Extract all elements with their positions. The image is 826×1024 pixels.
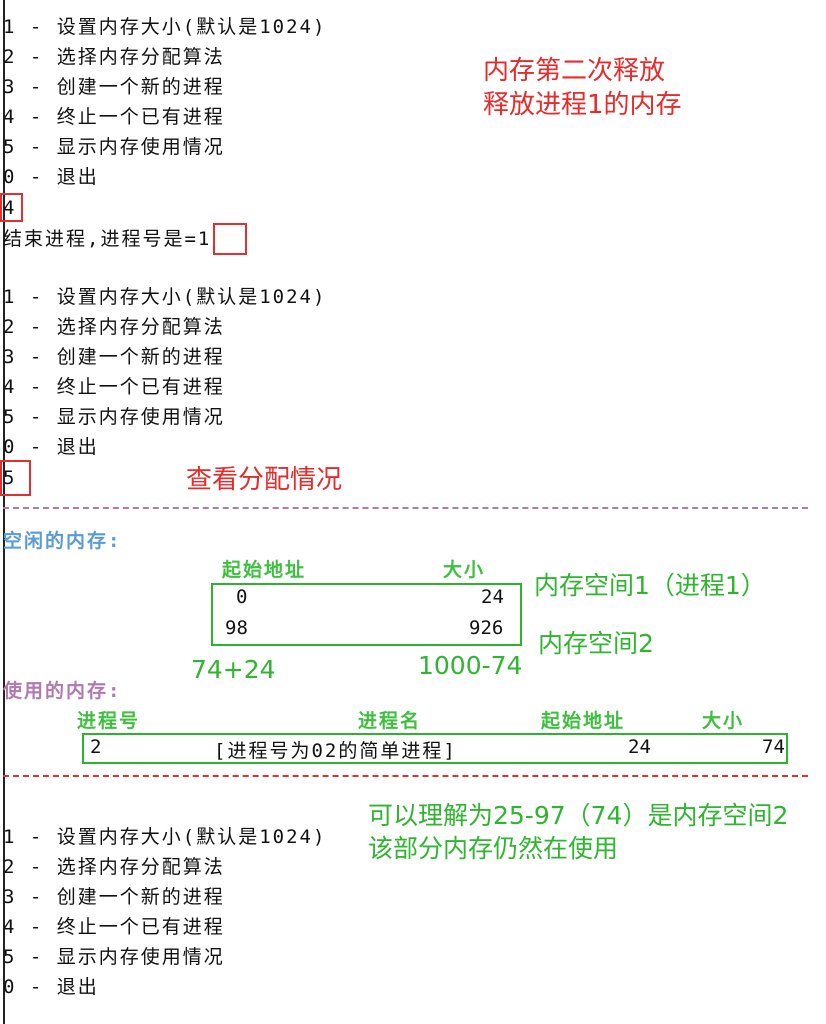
used-col-size: 大小 (702, 710, 745, 732)
input-highlight-box (0, 193, 23, 222)
menu-item: 2 - 选择内存分配算法 (3, 46, 225, 68)
menu-item: 0 - 退出 (3, 976, 99, 998)
used-table-box (82, 733, 788, 764)
user-input[interactable]: 5 (3, 467, 17, 489)
menu-item: 2 - 选择内存分配算法 (3, 316, 225, 338)
purple-divider (3, 507, 808, 509)
annotation-calc-start: 74+24 (191, 655, 276, 684)
menu-item: 2 - 选择内存分配算法 (3, 856, 225, 878)
used-row-pid: 2 (90, 736, 102, 758)
menu-item: 4 - 终止一个已有进程 (3, 106, 225, 128)
free-row-start: 98 (225, 617, 248, 639)
menu-item: 0 - 退出 (3, 166, 99, 188)
free-memory-title: 空闲的内存: (3, 530, 122, 552)
used-row-size: 74 (762, 736, 785, 758)
menu-item: 5 - 显示内存使用情况 (3, 406, 225, 428)
user-input[interactable]: 4 (3, 197, 17, 219)
annotation-space2: 内存空间2 (538, 629, 654, 658)
annotation-note-inuse: 该部分内存仍然在使用 (368, 834, 619, 863)
menu-item: 1 - 设置内存大小(默认是1024) (3, 286, 327, 308)
free-col-size: 大小 (443, 559, 486, 581)
used-row-start: 24 (628, 736, 651, 758)
end-process-prompt[interactable]: 结束进程,进程号是=1 (3, 228, 212, 250)
used-col-pid: 进程号 (77, 710, 141, 732)
menu-item: 4 - 终止一个已有进程 (3, 916, 225, 938)
menu-item: 3 - 创建一个新的进程 (3, 886, 225, 908)
terminal-left-border (3, 0, 5, 1024)
used-memory-title: 使用的内存: (3, 680, 122, 702)
menu-item: 5 - 显示内存使用情况 (3, 136, 225, 158)
free-row-size: 24 (481, 586, 504, 608)
menu-item: 4 - 终止一个已有进程 (3, 376, 225, 398)
free-row-start: 0 (236, 586, 248, 608)
red-divider (3, 775, 808, 777)
annotation-release-process1: 释放进程1的内存 (483, 90, 682, 120)
annotation-second-release: 内存第二次释放 (483, 56, 666, 86)
annotation-note-range: 可以理解为25-97（74）是内存空间2 (368, 801, 789, 830)
used-row-name: [进程号为02的简单进程] (214, 740, 457, 762)
menu-item: 1 - 设置内存大小(默认是1024) (3, 16, 327, 38)
free-row-size: 926 (469, 617, 504, 639)
menu-item: 3 - 创建一个新的进程 (3, 346, 225, 368)
used-col-start: 起始地址 (541, 710, 626, 732)
menu-item: 1 - 设置内存大小(默认是1024) (3, 826, 327, 848)
menu-item: 0 - 退出 (3, 436, 99, 458)
annotation-view-allocation: 查看分配情况 (186, 465, 343, 495)
input-highlight-box (0, 460, 31, 496)
free-table-box (211, 583, 522, 646)
annotation-space1: 内存空间1（进程1） (534, 571, 766, 600)
menu-item: 3 - 创建一个新的进程 (3, 76, 225, 98)
pid-highlight-box (213, 223, 247, 255)
menu-item: 5 - 显示内存使用情况 (3, 946, 225, 968)
used-col-name: 进程名 (358, 710, 422, 732)
annotation-calc-size: 1000-74 (418, 651, 523, 680)
free-col-start: 起始地址 (222, 559, 307, 581)
